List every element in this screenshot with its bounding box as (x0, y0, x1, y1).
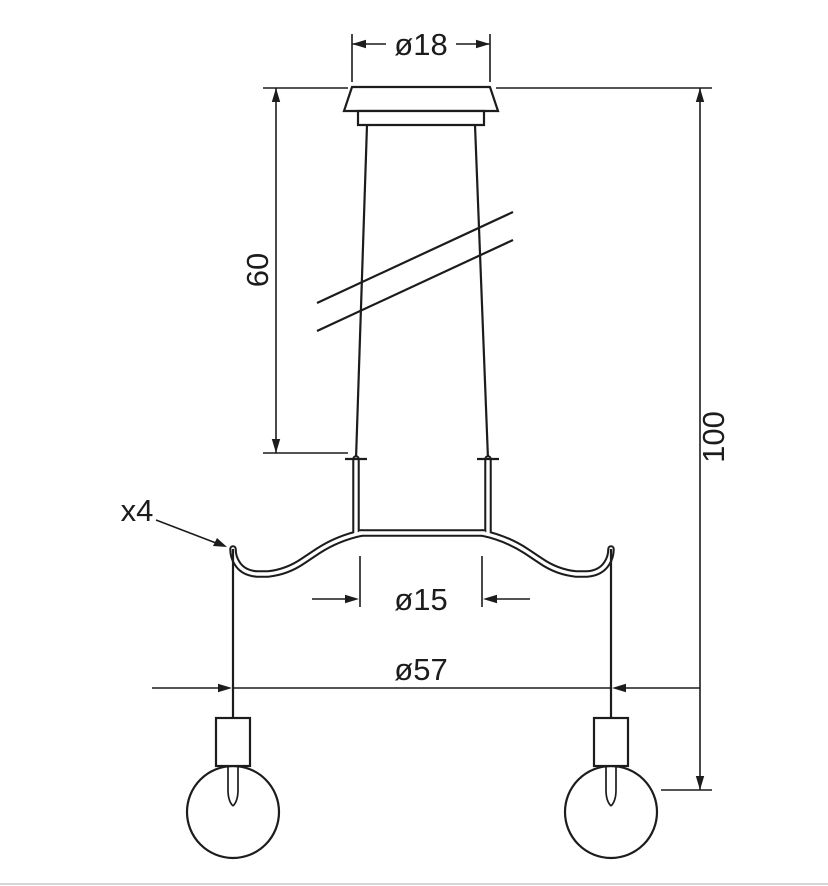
arrowhead-right (612, 683, 626, 693)
hub-diameter-label: ø15 (394, 582, 447, 617)
arrowhead-top (695, 88, 705, 102)
break-mark-line (316, 211, 514, 304)
bulb-filament (227, 766, 239, 807)
bulb-right (563, 764, 659, 860)
arrowhead-right (476, 39, 490, 49)
canopy-cone (342, 85, 500, 113)
drop-length-label: 60 (240, 253, 275, 287)
bulb-filament (605, 766, 617, 807)
dim-hub-diameter: ø15 (312, 556, 530, 617)
frame-rods (229, 455, 615, 578)
arrowhead-left (352, 39, 366, 49)
dim-total-height: 100 (496, 87, 731, 791)
dim-drop-length: 60 (240, 87, 348, 454)
frame-arm-left-core (231, 531, 364, 576)
arrowhead-bottom (695, 776, 705, 790)
extension-lines (359, 556, 483, 607)
bulb-glass (185, 764, 281, 860)
socket-left (214, 716, 252, 768)
total-height-label: 100 (696, 411, 731, 463)
suspension-cable-right (473, 124, 490, 460)
bulb-glass (563, 764, 659, 860)
bulb-left (185, 764, 281, 860)
arm-count-label: x4 (121, 493, 154, 528)
canopy-base (356, 109, 486, 127)
dim-canopy-diameter: ø18 (351, 27, 491, 82)
socket-body (214, 716, 252, 768)
suspension-cable-left (354, 124, 369, 460)
arrowhead-left (218, 683, 232, 693)
extension-lines (496, 87, 712, 791)
arrowhead-right (483, 594, 497, 604)
leader-arrowhead (213, 538, 227, 547)
leader-line (155, 519, 217, 544)
arm-count-callout: x4 (121, 493, 227, 547)
arrowhead-top (271, 88, 281, 102)
socket-body (592, 716, 630, 768)
break-mark-line (316, 239, 514, 332)
arrowhead-left (345, 594, 359, 604)
arrowhead-bottom (271, 439, 281, 453)
extension-lines (263, 87, 348, 454)
length-break-marks (316, 211, 514, 332)
frame-arm-right-core (480, 531, 613, 576)
canopy-diameter-label: ø18 (394, 27, 447, 62)
ceiling-canopy (342, 85, 500, 127)
dim-span-diameter: ø57 (152, 652, 700, 693)
suspension-cables (354, 124, 490, 460)
socket-right (592, 716, 630, 768)
drop-cables (231, 549, 613, 718)
extension-lines (351, 34, 491, 82)
span-diameter-label: ø57 (394, 652, 447, 687)
